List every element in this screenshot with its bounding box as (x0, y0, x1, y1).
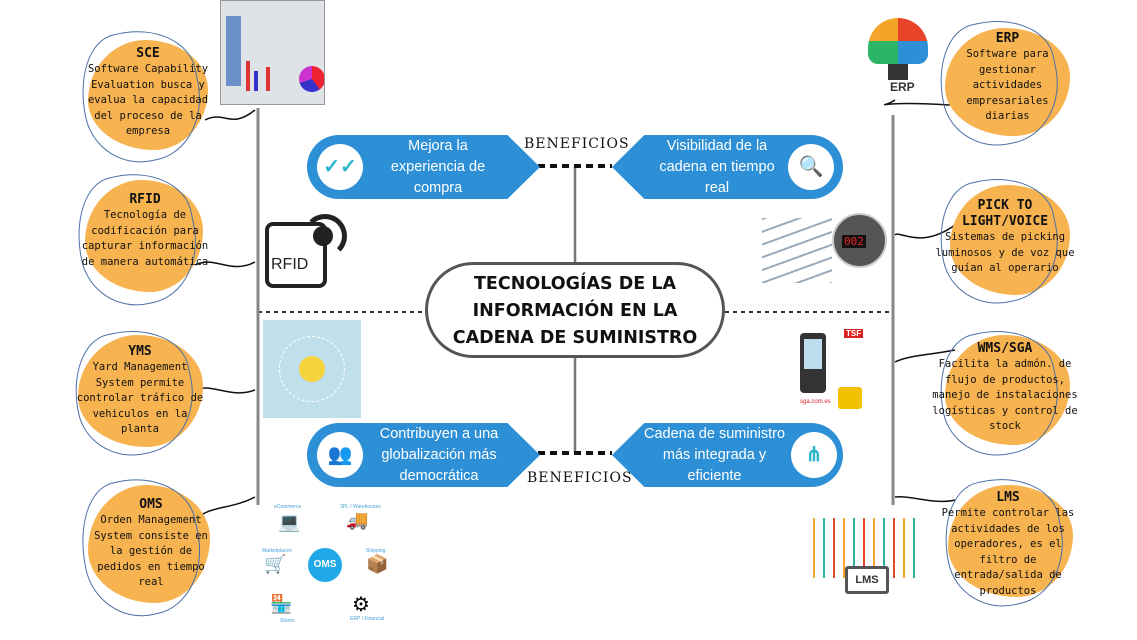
oms-label: Stores (280, 618, 295, 624)
benefit-text: Cadena de suministro más integrada y efi… (643, 425, 786, 484)
sce-software-screenshot (220, 0, 325, 105)
pick-display: 002 (842, 235, 866, 248)
cart-icon: 🛒 (264, 554, 287, 574)
central-title-line-2: INFORMACIÓN EN LA (472, 301, 678, 321)
box-icon: 📦 (366, 554, 389, 574)
benefit-pill-experience: ✓✓ Mejora la experiencia de compra (307, 135, 540, 199)
lms-label: LMS (845, 566, 889, 594)
truck-icon: 🚚 (346, 510, 369, 530)
sga-devices-image: TSF sga.com.es (792, 325, 870, 417)
central-title-line-1: TECNOLOGÍAS DE LA (473, 274, 677, 294)
oms-label: Shipping (366, 548, 386, 554)
yms-yard-illustration (263, 320, 361, 418)
node-description: Yard Management System permite controlar… (76, 361, 204, 435)
sga-url: sga.com.es (800, 399, 831, 405)
network-icon: ⋔ (791, 432, 837, 478)
benefit-text: Visibilidad de la cadena en tiempo real (659, 137, 775, 196)
node-erp: ERP Software para gestionar actividades … (945, 31, 1070, 125)
tsf-brand: TSF (844, 329, 864, 338)
pick-to-light-image: 002 (762, 208, 890, 288)
benefit-pill-globalization: 👥 Contribuyen a una globalización más de… (307, 423, 540, 487)
node-description: Permite controlar las actividades de los… (941, 507, 1075, 597)
node-title: PICK TO LIGHT/VOICE (961, 198, 1049, 229)
node-title: ERP (995, 31, 1020, 46)
document-search-icon: 🔍 (788, 144, 834, 190)
node-title: YMS (128, 344, 152, 359)
people-icon: 👥 (317, 432, 363, 478)
gear-icon: ⚙ (352, 594, 370, 616)
lms-circuit-image: LMS (803, 508, 931, 600)
oms-label: eCommerce (274, 504, 302, 510)
benefit-pill-integration: Cadena de suministro más integrada y efi… (612, 423, 843, 487)
node-description: Software para gestionar actividades empr… (966, 48, 1049, 122)
node-rfid: RFID Tecnología de codificación para cap… (80, 192, 210, 270)
node-description: Software Capability Evaluation busca y e… (87, 63, 209, 137)
central-title-line-3: CADENA DE SUMINISTRO (452, 328, 698, 348)
node-yms: YMS Yard Management System permite contr… (75, 344, 205, 438)
benefit-pill-visibility: Visibilidad de la cadena en tiempo real … (612, 135, 843, 199)
erp-label: ERP (890, 80, 915, 94)
node-description: Sistemas de picking luminosos y de voz q… (935, 231, 1075, 274)
benefit-text: Contribuyen a una globalización más demo… (379, 425, 499, 484)
node-title: SCE (136, 46, 160, 61)
node-description: Orden Management System consiste en la g… (94, 514, 208, 588)
oms-label: ERP / Financial (350, 616, 385, 622)
laptop-icon: 💻 (278, 512, 301, 532)
erp-lightbulb-image: ERP (840, 0, 940, 100)
oms-label: 3PL / Warehouses (340, 504, 381, 510)
store-icon: 🏪 (270, 594, 293, 614)
oms-diagram: OMS eCommerce 3PL / Warehouses Marketpla… (258, 498, 393, 626)
benefits-label-bottom: BENEFICIOS (527, 470, 633, 486)
rfid-label: RFID (271, 256, 309, 273)
rfid-tag-image: RFID (263, 212, 351, 290)
node-sce: SCE Software Capability Evaluation busca… (78, 46, 218, 140)
node-description: Facilita la admón. de flujo de productos… (932, 358, 1078, 432)
node-title: RFID (129, 192, 161, 207)
node-title: OMS (139, 497, 163, 512)
node-oms: OMS Orden Management System consiste en … (92, 497, 210, 591)
benefits-label-top: BENEFICIOS (524, 136, 630, 152)
node-title: WMS/SGA (977, 341, 1033, 356)
oms-center-label: OMS (308, 548, 342, 582)
node-title: LMS (996, 490, 1020, 505)
double-check-icon: ✓✓ (317, 144, 363, 190)
node-wms-sga: WMS/SGA Facilita la admón. de flujo de p… (930, 341, 1080, 435)
node-lms: LMS Permite controlar las actividades de… (933, 490, 1083, 599)
oms-label: Marketplaces (262, 548, 292, 554)
node-description: Tecnología de codificación para capturar… (81, 209, 209, 268)
node-pick-to-light: PICK TO LIGHT/VOICE Sistemas de picking … (930, 198, 1080, 277)
central-topic: TECNOLOGÍAS DE LA INFORMACIÓN EN LA CADE… (425, 262, 725, 358)
benefit-text: Mejora la experiencia de compra (390, 137, 486, 196)
